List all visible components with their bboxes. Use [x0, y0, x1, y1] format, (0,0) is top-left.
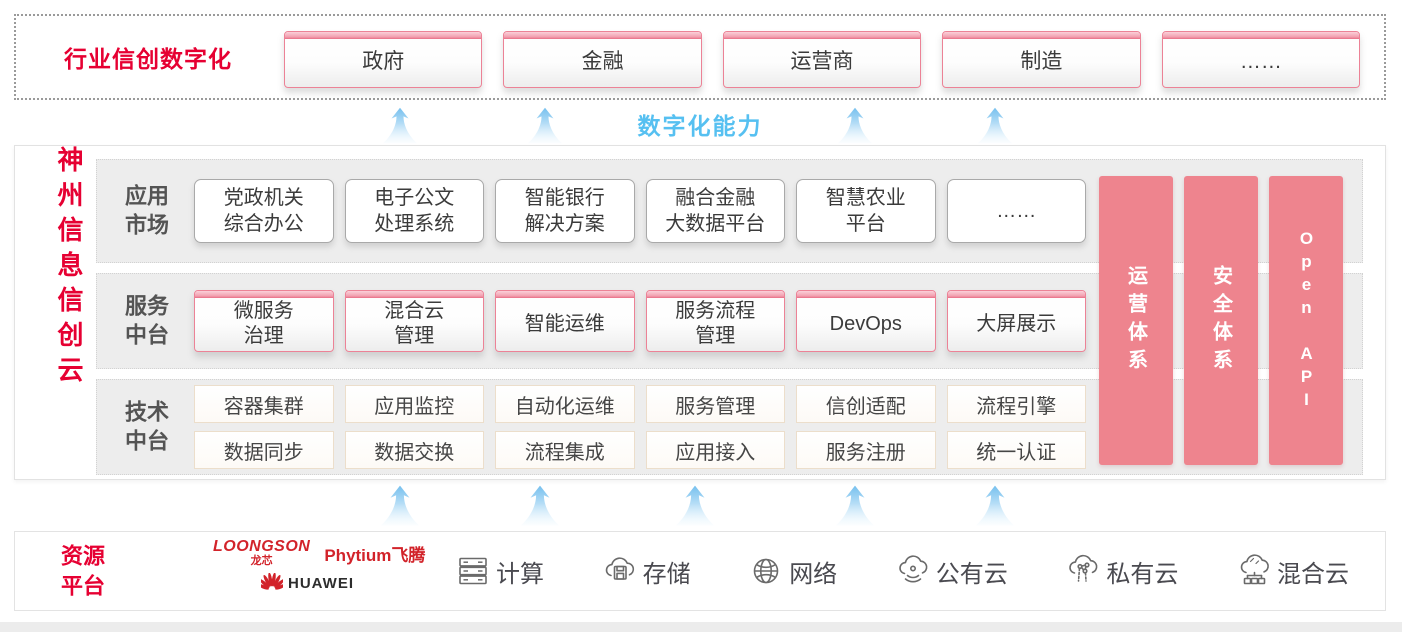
up-arrow-icon: [836, 483, 874, 528]
pillar-label: 运营体系: [1124, 264, 1147, 377]
pillar-label: 安全体系: [1209, 264, 1232, 377]
tech-box: 流程集成: [495, 431, 635, 469]
resource-item-hybrid-cloud: 混合云: [1236, 553, 1349, 589]
resource-item-private-cloud: 私有云: [1065, 553, 1178, 589]
loongson-logo-cn: 龙芯: [250, 555, 273, 567]
loongson-logo: LOONGSON 龙芯: [213, 539, 310, 567]
service-box: 微服务 治理: [194, 290, 334, 352]
resource-item-label: 混合云: [1276, 560, 1349, 588]
tech-box: 信创适配: [796, 385, 936, 423]
resource-item-compute: 计算: [455, 553, 544, 589]
service-box: DevOps: [796, 290, 936, 352]
resource-item-label: 私有云: [1106, 560, 1179, 588]
huawei-flower-icon: [261, 573, 283, 590]
vendor-logos: LOONGSON 龙芯 Phytium飞腾: [213, 539, 463, 593]
tech-box: 数据交换: [344, 431, 484, 469]
industry-banner-title: 行业信创数字化: [64, 46, 232, 72]
huawei-logo: HUAWEI: [261, 573, 463, 593]
row-label: 服务 中台: [124, 293, 169, 347]
app-box: 智能银行 解决方案: [495, 179, 635, 243]
phytium-logo: Phytium飞腾: [324, 546, 426, 565]
up-arrow-icon: [978, 106, 1012, 145]
up-arrow-icon: [838, 106, 872, 145]
storage-icon: [605, 557, 634, 580]
huawei-logo-text: HUAWEI: [288, 574, 354, 592]
service-box: 服务流程 管理: [645, 290, 785, 352]
resource-item-label: 公有云: [935, 560, 1008, 588]
industry-banner: 行业信创数字化 政府 金融 运营商 制造 ……: [14, 14, 1386, 100]
tech-box: 应用接入: [645, 431, 785, 469]
tech-box: 应用监控: [344, 385, 484, 423]
industry-box-more: ……: [1161, 31, 1361, 88]
resource-item-label: 网络: [789, 560, 838, 588]
service-box: 混合云 管理: [344, 290, 484, 352]
resource-items: 计算 存储: [455, 532, 1349, 610]
pillar-open-api: Open API: [1269, 176, 1343, 465]
resource-item-network: 网络: [748, 553, 837, 589]
network-icon: [753, 558, 779, 584]
resource-item-label: 计算: [496, 560, 544, 588]
public-cloud-icon: [899, 555, 928, 583]
resource-item-storage: 存储: [602, 553, 691, 589]
service-box: 大屏展示: [946, 290, 1086, 352]
app-box-more: ……: [946, 179, 1086, 243]
tech-box: 自动化运维: [495, 385, 635, 423]
row-label: 应用 市场: [124, 183, 169, 237]
loongson-logo-text: LOONGSON: [213, 538, 311, 555]
compute-icon: [459, 557, 487, 585]
industry-row: 政府 金融 运营商 制造 ……: [284, 31, 1361, 88]
app-box: 党政机关 综合办公: [194, 179, 334, 243]
app-box: 融合金融 大数据平台: [645, 179, 785, 243]
row-items: 党政机关 综合办公 电子公文 处理系统 智能银行 解决方案 融合金融 大数据平台…: [194, 179, 1086, 243]
pillar-security-system: 安全体系: [1184, 176, 1258, 465]
platform-panel: 神州信息信创云 应用 市场 党政机关 综合办公 电子公文 处理系统 智能银行 解…: [14, 145, 1386, 480]
up-arrow-icon: [521, 483, 559, 528]
up-arrow-icon: [381, 483, 419, 528]
tech-box: 容器集群: [194, 385, 334, 423]
private-cloud-icon: [1069, 554, 1098, 582]
up-arrow-icon: [383, 106, 417, 145]
resource-item-label: 存储: [642, 560, 691, 588]
up-arrow-icon: [676, 483, 714, 528]
up-arrow-icon: [528, 106, 562, 145]
pillar-label: Open API: [1297, 228, 1316, 413]
industry-box-government: 政府: [284, 31, 483, 88]
row-technology-platform: 技术 中台 容器集群 应用监控 自动化运维 服务管理 信创适配 流程引擎 数据同…: [96, 379, 1363, 475]
row-label: 技术 中台: [124, 399, 169, 453]
service-box: 智能运维: [495, 290, 635, 352]
platform-vertical-title: 神州信息信创云: [54, 146, 84, 391]
industry-box-manufacturing: 制造: [942, 31, 1141, 88]
row-items-grid: 容器集群 应用监控 自动化运维 服务管理 信创适配 流程引擎 数据同步 数据交换…: [194, 385, 1086, 469]
app-box: 智慧农业 平台: [796, 179, 936, 243]
industry-box-operator: 运营商: [722, 31, 922, 88]
bottom-strip: [0, 622, 1402, 632]
tech-box: 流程引擎: [946, 385, 1086, 423]
row-items: 微服务 治理 混合云 管理 智能运维 服务流程 管理 DevOps 大屏展示: [194, 290, 1086, 352]
pillar-operation-system: 运营体系: [1099, 176, 1173, 465]
resource-title: 资源 平台: [61, 543, 106, 598]
industry-box-finance: 金融: [503, 31, 702, 88]
app-box: 电子公文 处理系统: [344, 179, 484, 243]
resource-panel: 资源 平台 LOONGSON 龙芯 Phytium飞腾: [14, 531, 1386, 611]
tech-box: 统一认证: [946, 431, 1086, 469]
up-arrow-icon: [976, 483, 1014, 528]
hybrid-cloud-icon: [1240, 554, 1269, 585]
tech-box: 数据同步: [194, 431, 334, 469]
capability-label: 数字化能力: [637, 113, 763, 139]
tech-box: 服务注册: [796, 431, 936, 469]
resource-item-public-cloud: 公有云: [895, 553, 1008, 589]
tech-box: 服务管理: [645, 385, 785, 423]
